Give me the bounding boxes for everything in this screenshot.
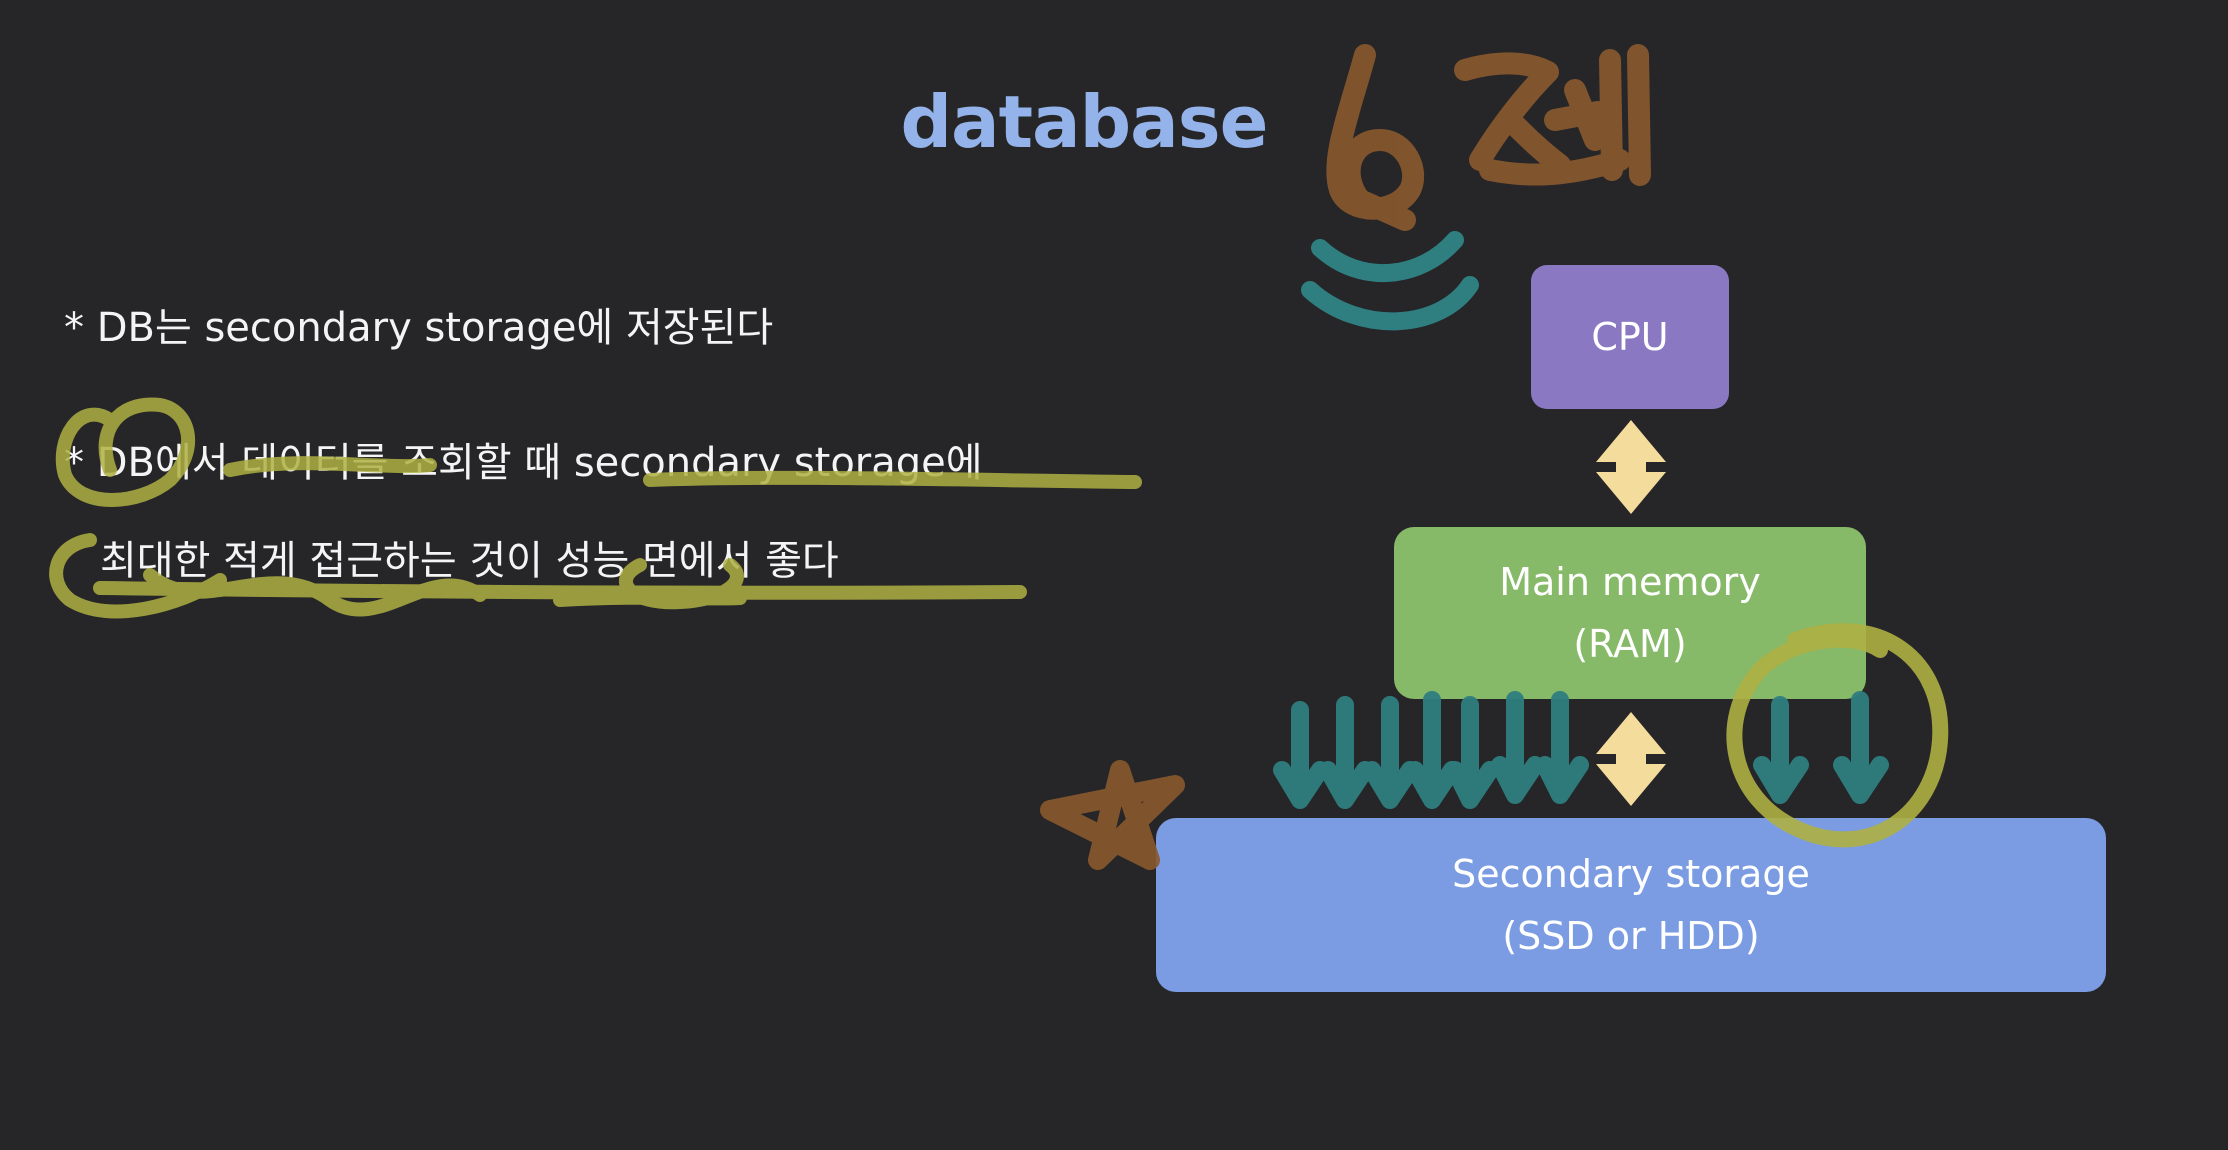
slide-title: database	[900, 80, 1269, 164]
ram-label: (RAM)	[1573, 622, 1687, 666]
cpu-ram-double-arrow	[1596, 420, 1666, 514]
secondary-storage-label: Secondary storage	[1452, 852, 1810, 896]
teal-down-arrows	[1273, 691, 1889, 809]
teal-wave-marks	[1301, 231, 1479, 331]
main-memory-box: Main memory (RAM)	[1394, 527, 1866, 699]
secondary-storage-box: Secondary storage (SSD or HDD)	[1156, 818, 2106, 992]
main-memory-label: Main memory	[1499, 560, 1761, 604]
bullet-1: * DB는 secondary storage에 저장된다	[64, 305, 774, 351]
cpu-label: CPU	[1591, 315, 1669, 359]
handwritten-slow-text: 느려	[0, 0, 29, 4]
bullet-2-line-2: 최대한 적게 접근하는 것이 성능 면에서 좋다	[100, 538, 839, 584]
ssd-hdd-label: (SSD or HDD)	[1502, 914, 1760, 958]
bullet-2-line-1: * DB에서 데이터를 조회할 때 secondary storage에	[64, 440, 983, 486]
ram-storage-double-arrow	[1596, 712, 1666, 806]
cpu-box: CPU	[1531, 265, 1729, 409]
